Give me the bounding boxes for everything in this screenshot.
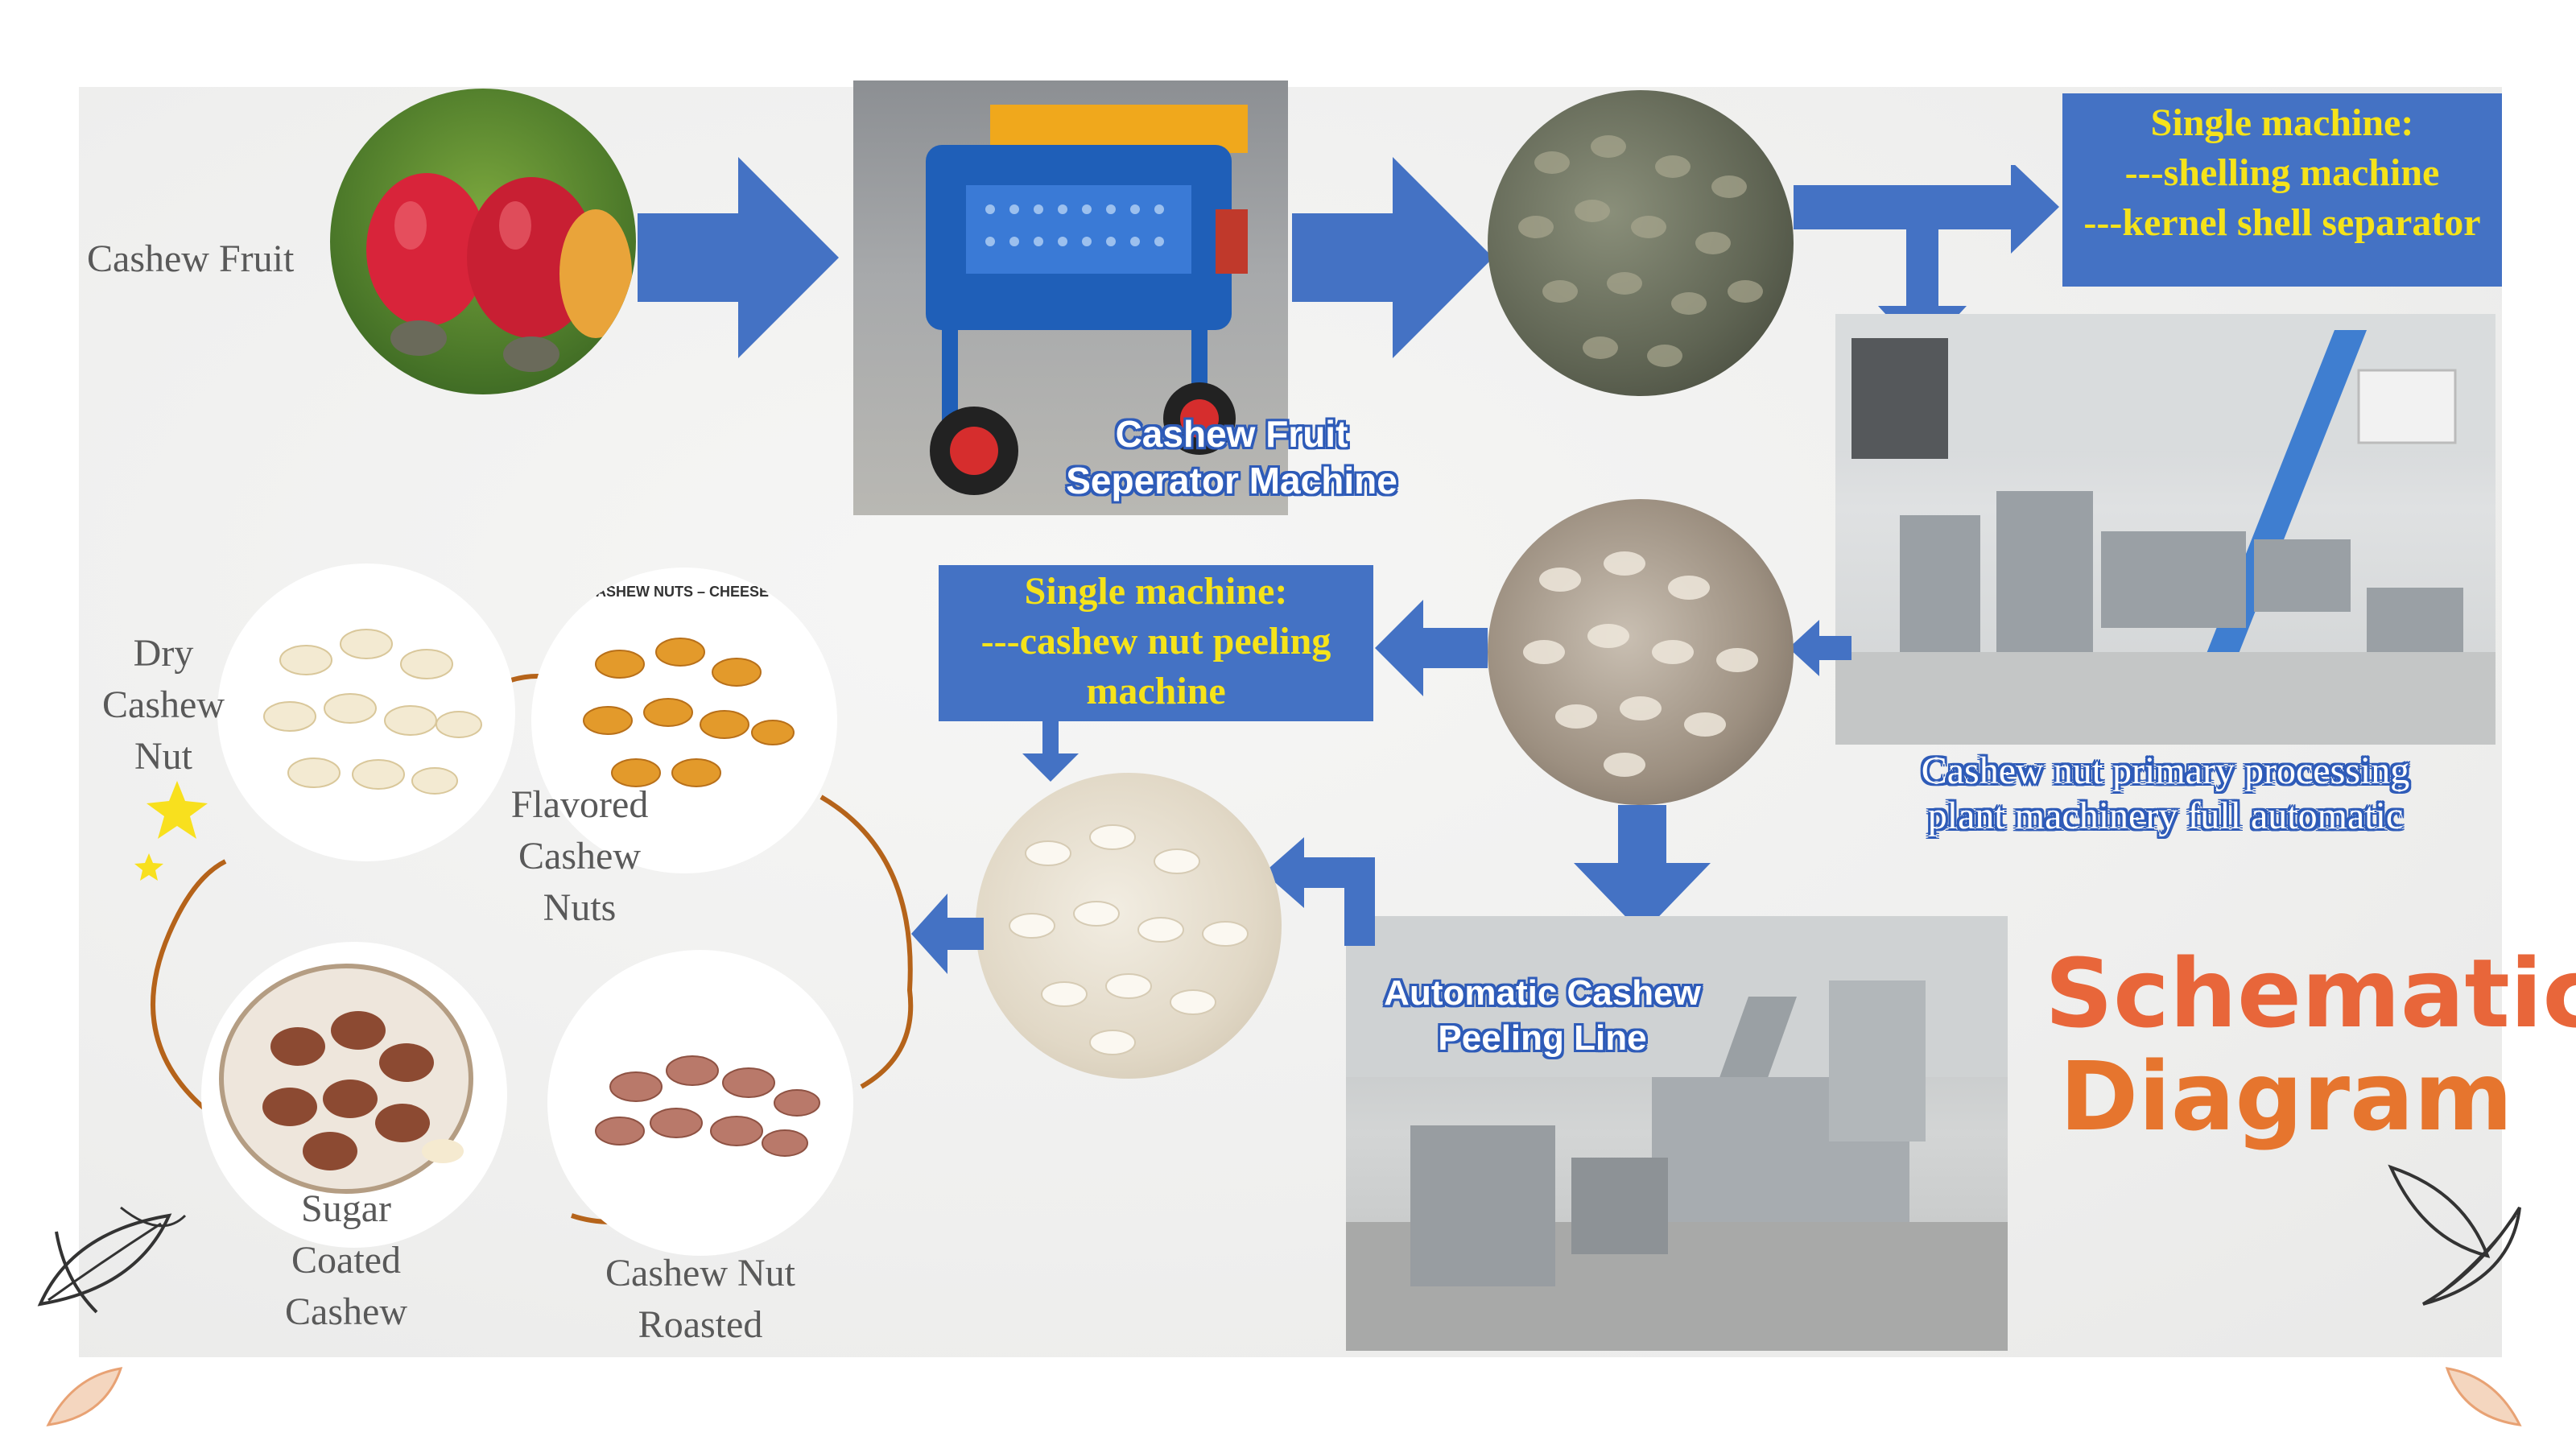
shelling-box-line3: ---kernel shell separator [2083,201,2481,244]
roasted-label-line2: Roasted [638,1303,763,1346]
shelled-kernels-photo [1488,499,1794,805]
diagram-title: Schematic Diagram [2045,938,2576,1152]
flow-arrow-9 [911,894,984,974]
flavored-label-line3: Nuts [543,886,617,929]
primary-plant-label-line1: Cashew nut primary processing [1921,749,2410,792]
dry-label-line3: Nut [134,735,192,778]
flow-arrow-2 [1292,157,1493,358]
flow-arrow-1 [638,157,839,358]
flavored-label-line2: Cashew [518,835,641,877]
primary-processing-plant-photo [1835,314,2496,745]
dry-cashew-label: Dry Cashew Nut [71,628,256,782]
leaf-decoration-icon [37,1206,187,1314]
flavored-label-line1: Flavored [510,783,649,826]
sugar-label-line2: Coated [291,1239,401,1282]
dry-label-line1: Dry [133,632,194,675]
shelling-machine-box: Single machine: ---shelling machine ---k… [2062,93,2502,287]
peeling-line-label-line2: Peeling Line [1438,1018,1647,1058]
peeling-machine-box: Single machine: ---cashew nut peeling ma… [939,565,1373,721]
peeling-box-line2: ---cashew nut peeling [980,620,1331,663]
small-leaf-right-icon [2445,1367,2522,1426]
primary-plant-label: Cashew nut primary processing plant mach… [1819,749,2512,839]
sugar-coated-cashew-photo [201,942,507,1248]
separator-label-line1: Cashew Fruit [1115,413,1348,455]
peeling-box-line1: Single machine: [1024,570,1288,613]
shelling-box-line2: ---shelling machine [2124,151,2440,194]
flow-arrow-7 [1574,805,1711,934]
separator-machine-photo [853,80,1288,515]
cashew-fruit-photo [330,89,636,394]
peeling-line-photo [1346,916,2008,1351]
sugar-label-line1: Sugar [301,1187,391,1230]
dry-label-line2: Cashew [102,683,225,726]
separator-label-line2: Seperator Machine [1066,460,1397,502]
flavored-cashew-photo: ASHEW NUTS – CHEESE [531,568,837,873]
raw-cashew-nuts-photo [1488,90,1794,396]
dry-cashew-photo [217,564,515,861]
peeling-line-label: Automatic Cashew Peeling Line [1341,971,1744,1061]
flow-arrow-8 [1264,837,1375,946]
cashew-fruit-label: Cashew Fruit [87,237,295,280]
sugar-label-line3: Cashew [285,1290,407,1333]
small-leaf-icon [46,1367,123,1426]
flow-arrow-5 [1375,600,1488,696]
roasted-cashew-label: Cashew Nut Roasted [564,1248,837,1351]
white-kernels-photo [976,773,1282,1079]
roasted-cashew-photo [547,950,853,1256]
star-decoration-icon [134,781,208,881]
diagram-title-line1: Schematic [2045,938,2576,1049]
flow-arrow-6 [1022,721,1079,782]
shelling-box-line1: Single machine: [2150,101,2414,144]
sugar-coated-label: Sugar Coated Cashew [242,1183,451,1338]
flow-arrow-4 [1789,620,1852,676]
separator-machine-label: Cashew Fruit Seperator Machine [1046,411,1417,504]
flavored-cashew-label: Flavored Cashew Nuts [483,779,676,934]
peeling-box-line3: machine [1086,670,1226,712]
primary-plant-label-line2: plant machinery full automatic [1927,795,2404,837]
flavored-package-text: ASHEW NUTS – CHEESE [596,584,770,600]
diagram-title-line2: Diagram [2059,1041,2513,1152]
peeling-line-label-line1: Automatic Cashew [1384,973,1701,1013]
roasted-label-line1: Cashew Nut [605,1252,795,1294]
leaf-decoration-right-icon [2388,1164,2521,1306]
